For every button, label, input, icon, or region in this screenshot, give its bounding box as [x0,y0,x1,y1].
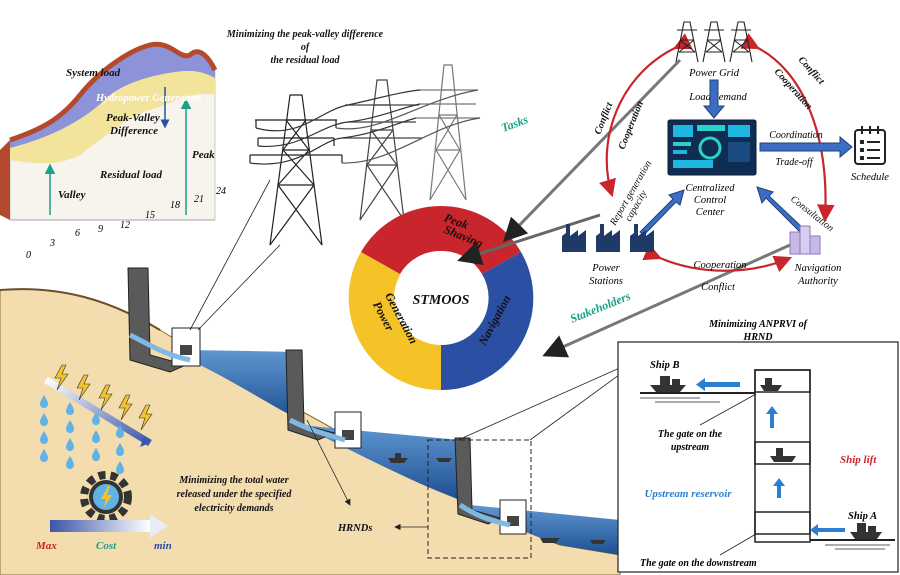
power-grid-label: Power Grid [688,68,740,79]
ship-a-label: Ship A [848,511,877,522]
valley-label: Valley [58,189,86,201]
control-center-line2: Control [694,195,726,206]
residual-objective-line3: the residual load [271,55,341,66]
tick-18: 18 [170,200,180,211]
ship-lift-label: Ship lift [840,454,877,466]
water-objective-line2: released under the specified [177,489,293,500]
power-grid-icon [675,21,753,63]
tick-6: 6 [75,228,80,239]
donut-center-label: STMOOS [413,293,470,308]
cost-min-label: min [154,540,172,552]
tasks-label: Tasks [499,112,530,135]
system-load-label: System load [66,67,121,79]
power-stations-line2: Stations [589,276,623,287]
control-center-icon [667,119,757,176]
hrnd-focus-box [427,439,532,559]
power-navigation-cooperation-label: Cooperation [693,260,746,271]
water-objective: Minimizing the total water released unde… [177,475,293,514]
rain-arrow [44,377,152,446]
tick-9: 9 [98,224,103,235]
report-capacity-arrow [639,189,685,236]
gate-downstream-label: The gate on the downstream [640,558,757,569]
ship-b-label: Ship B [650,360,679,371]
tick-0: 0 [26,250,31,261]
upstream-reservoir-label: Upstream reservoir [644,488,732,500]
power-navigation-conflict-label: Conflict [701,282,736,293]
tick-15: 15 [145,210,155,221]
tick-21: 21 [194,194,204,205]
powerhouses [171,327,527,535]
transmission-towers [249,64,481,246]
lift-ship-top [760,378,782,391]
hydropower-generation-label: Hydropower Generation [95,93,201,104]
tower-small [416,64,480,201]
grid-power-arc [599,33,693,198]
ship-lift-panel: Minimizing ANPRVI of HRND [617,319,899,573]
power-stations-line1: Power [591,263,620,274]
stakeholder-diagram: Power Grid Load demand Centralized Contr… [562,21,889,293]
hrnds-label: HRNDs [337,523,372,534]
coordination-arrow [759,135,853,159]
coordination-label: Coordination [769,130,823,141]
grid-navigation-arc [740,33,835,223]
residual-objective: Minimizing the peak-valley difference of… [226,29,384,66]
anprvi-objective-line2: HRND [743,332,773,343]
ship-movement-arrows [696,378,845,536]
stmoos-donut: STMOOS Peak Shaving Navigation Power Gen… [348,205,534,391]
difference-label: Difference [109,125,158,137]
water-objective-line1: Minimizing the total water [178,475,288,486]
water-objective-line3: electricity demands [194,503,273,514]
schedule-label: Schedule [851,172,889,183]
control-center-line1: Centralized [686,183,736,194]
schedule-icon [854,126,886,165]
gear-icon [80,471,132,523]
gate-upstream-line1: The gate on the [658,429,723,440]
residual-objective-line2: of [301,42,311,53]
navigation-authority-line1: Navigation [794,263,842,274]
peak-label: Peak [192,149,215,161]
small-ships [388,453,606,544]
grid-navigation-conflict-label: Conflict [796,55,827,88]
residual-objective-line1: Minimizing the peak-valley difference [226,29,384,40]
tower-medium [342,79,422,221]
load-chart: System load Hydropower Generation Peak-V… [0,41,226,261]
consultation-arrow [756,186,804,233]
load-demand-arrow [702,79,726,119]
control-center-line3: Center [696,207,725,218]
power-navigation-arc [642,243,793,273]
cost-label: Cost [96,540,117,552]
residual-load-label: Residual load [99,169,163,181]
ship-a-icon [850,523,882,539]
cost-bar: Max Cost min [35,514,172,552]
tower-large [249,94,343,246]
donut-segment-peak-shaving-left [361,205,441,274]
donut-segment-peak-shaving [441,205,521,274]
cost-max-label: Max [35,540,57,552]
power-stations-icon [562,224,654,252]
gate-upstream-line2: upstream [671,442,710,453]
grid-power-cooperation-label: Cooperation [617,99,647,151]
navigation-authority-icon [789,225,821,255]
lightning-bolts [54,364,153,431]
lift-ship-middle [770,448,796,462]
tick-24: 24 [216,186,226,197]
navigation-authority-line2: Authority [797,276,838,287]
penstocks [128,332,511,528]
tick-12: 12 [120,220,130,231]
trade-off-label: Trade-off [775,157,813,168]
load-chart-ticks: 0 3 6 9 12 15 18 21 24 [26,186,226,261]
tick-3: 3 [49,238,55,249]
donut-segment-navigation [441,252,534,391]
ship-b-icon [650,376,686,392]
peak-valley-label: Peak-Valley [106,112,160,124]
anprvi-objective-line1: Minimizing ANPRVI of [708,319,808,330]
rain-area [44,377,152,447]
consultation-label: Consultation [788,194,836,234]
raindrops [40,395,124,474]
